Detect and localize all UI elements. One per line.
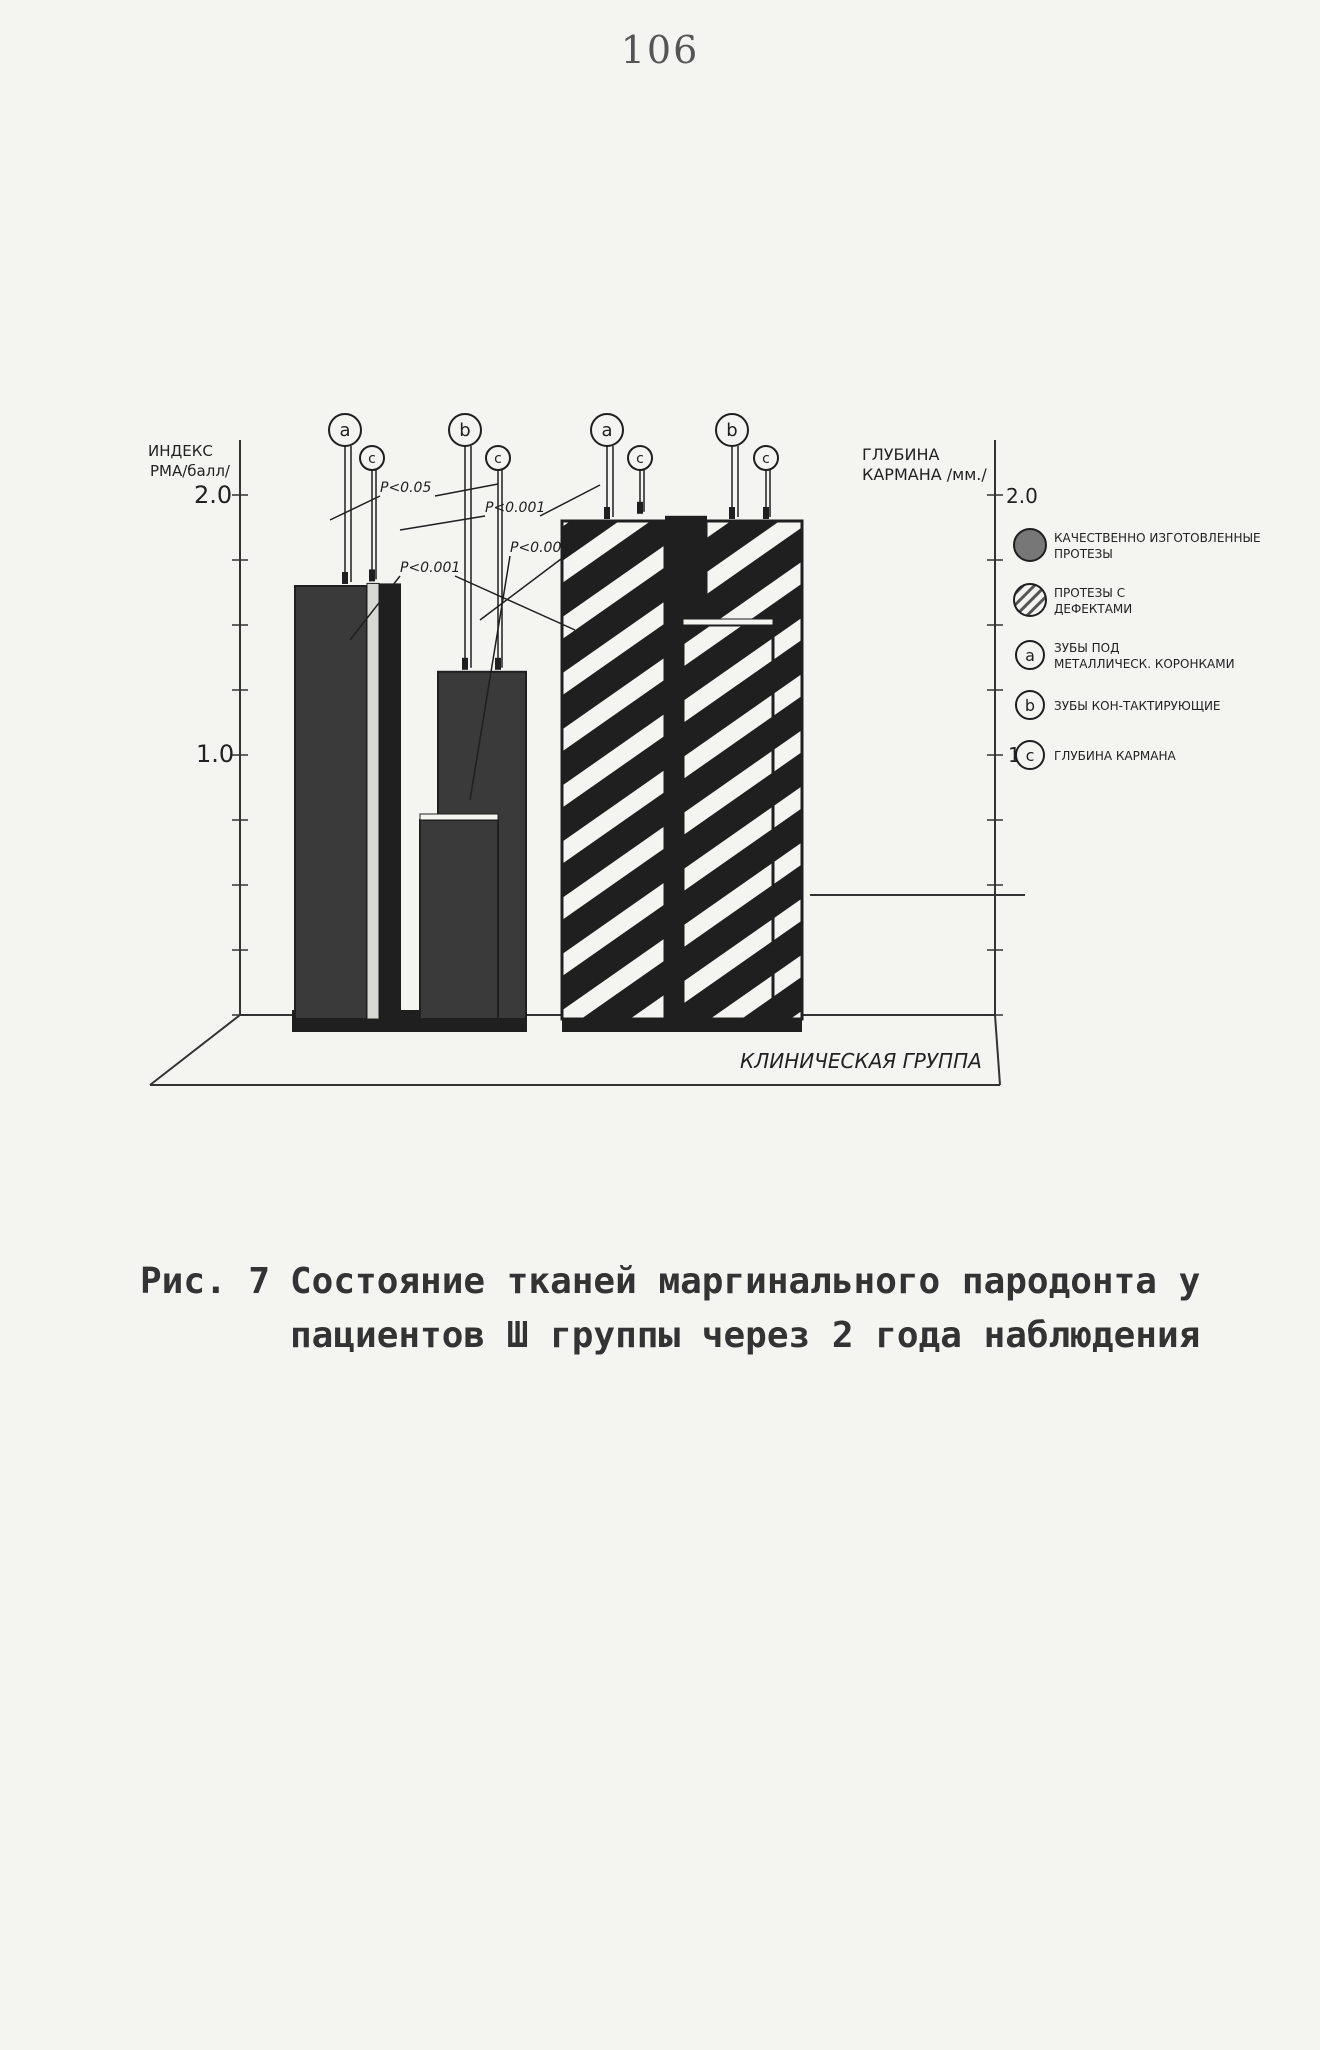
legend-item-text: ЗУБЫ ПОД МЕТАЛЛИЧЕСК. КОРОНКАМИ: [1054, 641, 1235, 671]
bar-group1-front: [419, 819, 499, 1020]
p-value-annotation: P<0.001: [510, 540, 570, 556]
marker-circle: [753, 445, 779, 471]
annotation-leader: [329, 495, 381, 521]
left-tick-label-2: 2.0: [194, 481, 232, 509]
marker-circle: [715, 413, 749, 447]
marker-circle: [485, 445, 511, 471]
marker-circle: [627, 445, 653, 471]
legend-symbol-a: [1015, 640, 1045, 670]
bar-group1-front-top: [419, 813, 499, 821]
marker-post: [462, 657, 468, 670]
marker-post: [495, 657, 501, 670]
marker-post: [604, 507, 610, 519]
legend-item-line: ДЕФЕКТАМИ: [1054, 602, 1132, 616]
legend-item-line: ЗУБЫ КОН-ТАКТИРУЮЩИЕ: [1054, 699, 1221, 713]
legend-symbol-c: [1015, 740, 1045, 770]
legend-symbol-letter: b: [1025, 696, 1035, 715]
p-value-annotation: P<0.001: [400, 560, 460, 576]
p-value-annotation: P<0.001: [485, 500, 545, 516]
annotation-leader: [539, 484, 601, 517]
legend-item-text: ЗУБЫ КОН-ТАКТИРУЮЩИЕ: [1054, 699, 1221, 713]
marker-c: c: [494, 451, 502, 467]
marker-c: c: [762, 451, 770, 467]
legend-item-line: ГЛУБИНА КАРМАНА: [1054, 749, 1176, 763]
caption-line-1: Состояние тканей маргинального пародонта…: [290, 1261, 1201, 1302]
legend-symbol-letter: a: [1025, 646, 1035, 665]
left-tick-label-1: 1.0: [196, 740, 234, 768]
marker-post: [729, 507, 735, 519]
marker-c: c: [368, 451, 376, 467]
bar-group2-a: [560, 519, 667, 1021]
figure-caption: Рис. 7 Состояние тканей маргинального па…: [140, 1255, 1240, 1363]
legend: КАЧЕСТВЕННО ИЗГОТОВЛЕННЫЕ ПРОТЕЗЫ ПРОТЕЗЫ …: [1013, 528, 1261, 770]
legend-item-line: ПРОТЕЗЫ С: [1054, 586, 1125, 600]
marker-circle: [359, 445, 385, 471]
marker-circle: [328, 413, 362, 447]
bar-group2-front: [681, 623, 775, 1021]
annotation-leader: [434, 483, 499, 497]
bar-group2-front-top: [682, 618, 774, 626]
x-axis-label: КЛИНИЧЕСКАЯ ГРУППА: [740, 1049, 982, 1073]
annotation-leader: [469, 555, 511, 801]
marker-a: a: [339, 420, 350, 441]
marker-circle: [590, 413, 624, 447]
legend-item-line: ПРОТЕЗЫ: [1054, 547, 1113, 561]
marker-b: b: [726, 420, 737, 441]
marker-b: b: [459, 420, 470, 441]
legend-symbol-b: [1015, 690, 1045, 720]
page-number: 106: [620, 28, 700, 72]
marker-post: [369, 569, 375, 582]
marker-post: [342, 572, 348, 584]
legend-item-line: МЕТАЛЛИЧЕСК. КОРОНКАМИ: [1054, 657, 1235, 671]
legend-item-text: КАЧЕСТВЕННО ИЗГОТОВЛЕННЫЕ ПРОТЕЗЫ: [1054, 531, 1261, 561]
annotation-leader: [479, 555, 566, 621]
left-axis-ticks: [232, 494, 248, 1016]
legend-symbol-solid: [1013, 528, 1047, 562]
p-value-annotation: P<0.05: [380, 480, 431, 496]
bar-group1-c: [366, 582, 380, 1020]
bars-layer: [292, 515, 804, 1032]
right-axis-ticks: [987, 494, 1003, 1016]
marker-a: a: [601, 420, 612, 441]
legend-symbol-hatched: [1013, 583, 1047, 617]
marker-post: [637, 501, 643, 514]
annotation-leader: [349, 575, 401, 641]
marker-post: [763, 507, 769, 519]
legend-item-line: КАЧЕСТВЕННО ИЗГОТОВЛЕННЫЕ: [1054, 531, 1261, 545]
right-tick-label-2: 2.0: [1006, 484, 1038, 508]
marker-circle: [448, 413, 482, 447]
bar-group1-a: [294, 585, 368, 1020]
annotation-leader: [399, 515, 486, 531]
caption-line-2: пациентов Ш группы через 2 года наблюден…: [290, 1315, 1201, 1356]
marker-c: c: [636, 451, 644, 467]
legend-item-text: ПРОТЕЗЫ С ДЕФЕКТАМИ: [1054, 586, 1132, 616]
figure-number: Рис. 7: [140, 1261, 271, 1302]
annotation-leader: [454, 575, 576, 631]
markers-layer: a c b c a c b c: [328, 413, 779, 670]
legend-item-text: ГЛУБИНА КАРМАНА: [1054, 749, 1176, 763]
bar-group1-side: [379, 583, 401, 1019]
legend-symbol-letter: c: [1026, 746, 1035, 765]
legend-item-line: ЗУБЫ ПОД: [1054, 641, 1119, 655]
floor-right-edge: [994, 1014, 1001, 1086]
